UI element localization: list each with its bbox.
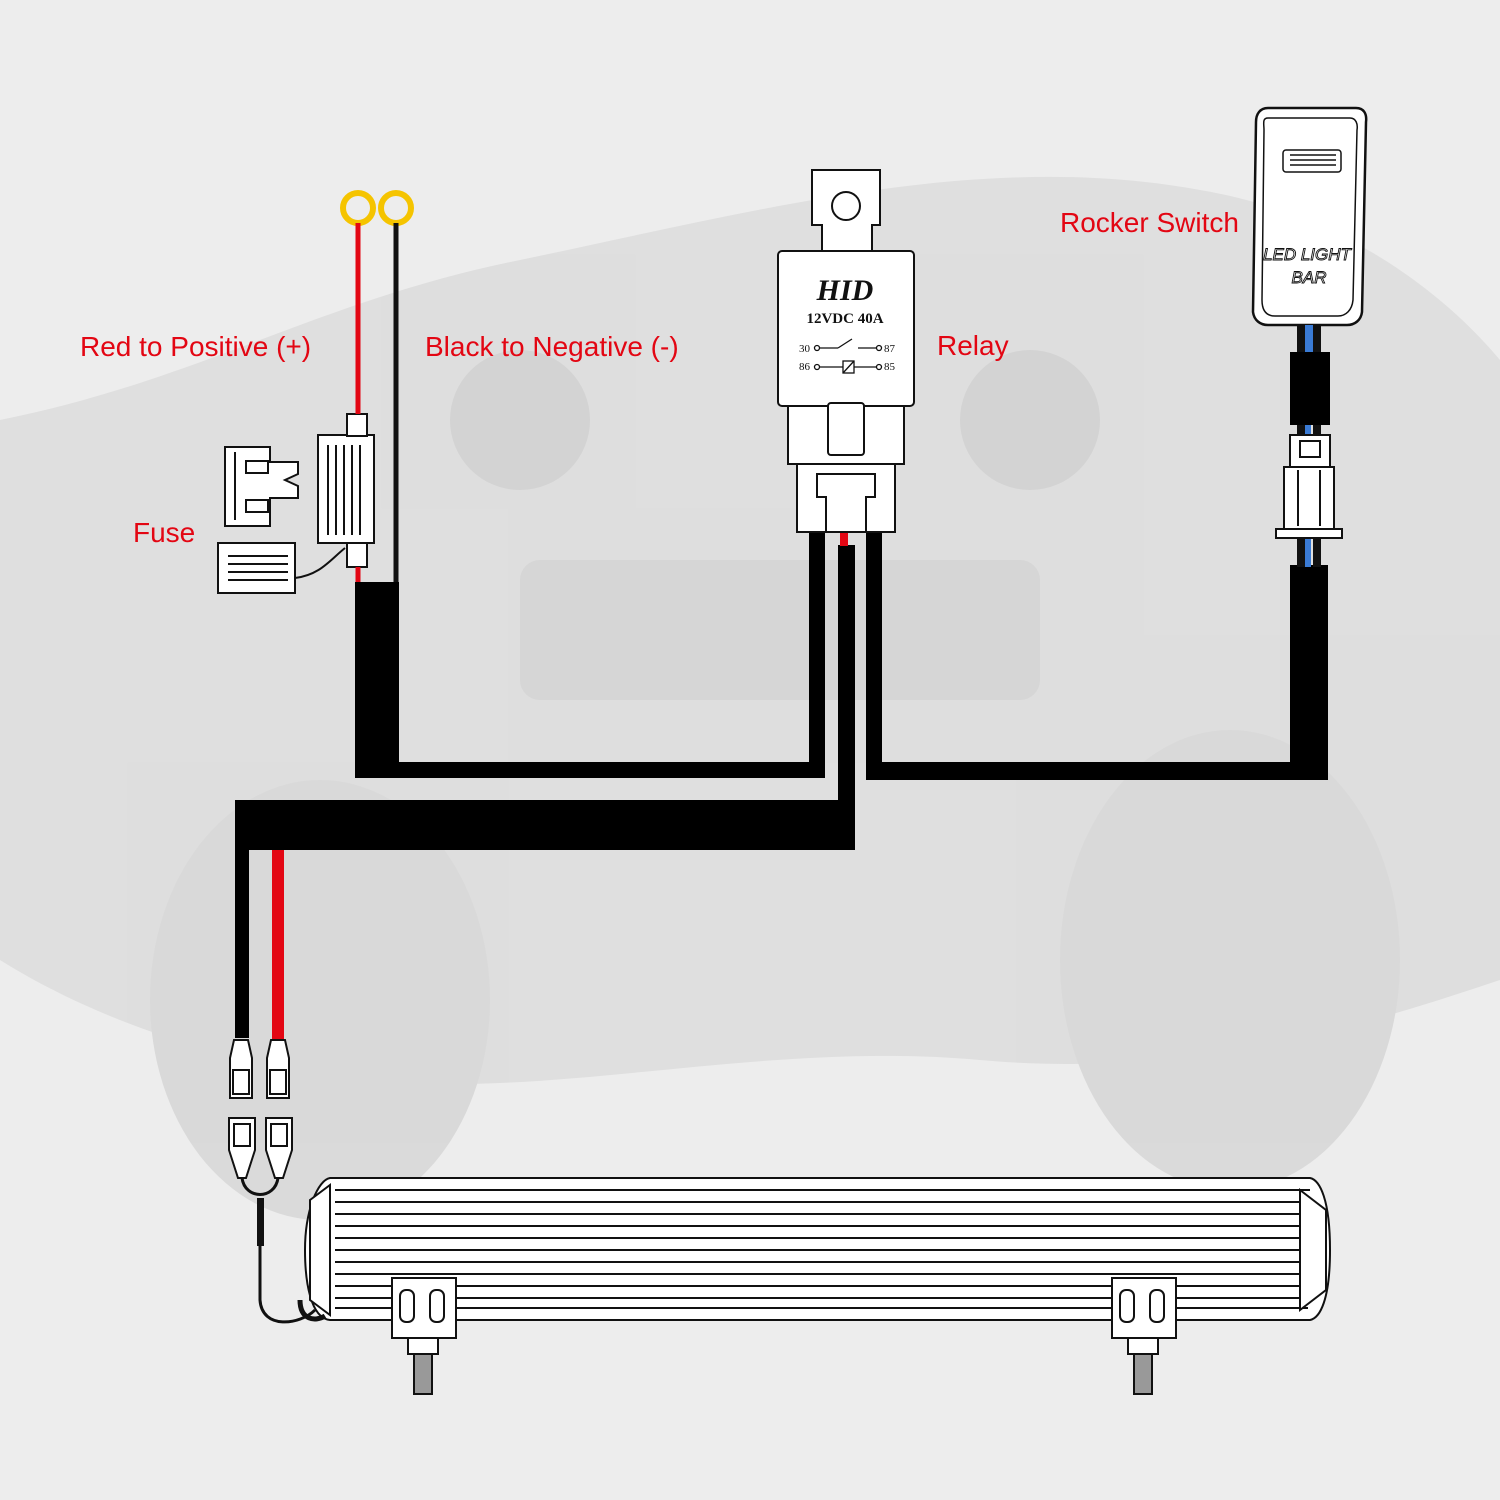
label-red-to-positive: Red to Positive (+)	[80, 331, 312, 362]
switch-leads	[1290, 325, 1330, 567]
relay-rating: 12VDC 40A	[806, 311, 883, 327]
negative-ring-terminal	[378, 190, 414, 226]
relay	[777, 169, 915, 533]
fuse-holder	[317, 413, 375, 568]
fuse-cap	[217, 542, 346, 594]
positive-ring-terminal	[340, 190, 376, 226]
relay-schematic-symbol	[813, 338, 883, 374]
switch-connector	[1275, 434, 1343, 539]
relay-pin-30: 30	[799, 343, 811, 355]
switch-label-line1: LED LIGHT	[1263, 245, 1352, 264]
label-rocker-switch: Rocker Switch	[1060, 207, 1239, 238]
battery-terminal-rings	[340, 190, 414, 226]
label-relay: Relay	[937, 330, 1009, 361]
relay-pin-85: 85	[884, 361, 896, 373]
relay-pin-87: 87	[884, 343, 896, 355]
switch-label-line2: BAR	[1292, 268, 1327, 287]
relay-pin-86: 86	[799, 361, 811, 373]
fuse-blade	[224, 446, 299, 527]
led-light-bar	[297, 1177, 1332, 1322]
relay-positive-stub	[840, 530, 848, 546]
mounting-bracket-left	[391, 1277, 457, 1395]
mounting-bracket-right	[1111, 1277, 1177, 1395]
light-bar-icon	[1282, 149, 1342, 173]
lightbar-pigtail	[240, 1177, 317, 1324]
label-black-to-negative: Black to Negative (-)	[425, 331, 679, 362]
label-fuse: Fuse	[133, 517, 196, 548]
wire-harness	[235, 532, 1328, 1038]
lightbar-plug-connectors	[228, 1039, 293, 1179]
rocker-switch	[1251, 106, 1368, 327]
relay-brand: HID	[816, 274, 874, 307]
